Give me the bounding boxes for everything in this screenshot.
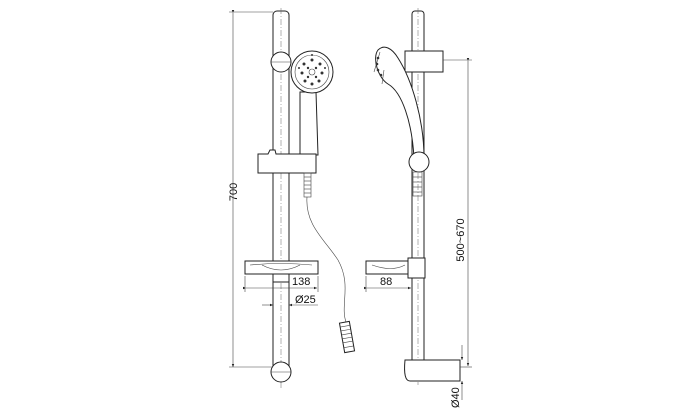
upper-bracket-side (404, 50, 444, 73)
slider-holder (257, 149, 317, 174)
soap-dish-clip (407, 257, 426, 279)
shower-handle (299, 91, 319, 156)
soap-dish (244, 260, 319, 275)
dim-adjust-range: 500~670 (455, 218, 467, 261)
holder-joint-side (408, 151, 430, 173)
side-view: 500~670 88 Ø40 (364, 8, 472, 408)
shower-head-icon (290, 50, 334, 94)
dim-height: 700 (228, 183, 240, 201)
dim-rail-diameter: Ø25 (295, 294, 316, 306)
dim-bracket-diameter: Ø40 (450, 387, 462, 408)
front-view: 700 138 Ø25 (228, 8, 356, 390)
lower-bracket-side (404, 359, 461, 382)
dim-soap-dish-depth: 88 (380, 276, 392, 288)
shower-hose (306, 196, 347, 323)
hose-connector (338, 320, 356, 354)
soap-dish-side (365, 260, 411, 275)
hose-coil-side (412, 171, 423, 197)
dim-soap-dish-width: 138 (292, 276, 310, 288)
